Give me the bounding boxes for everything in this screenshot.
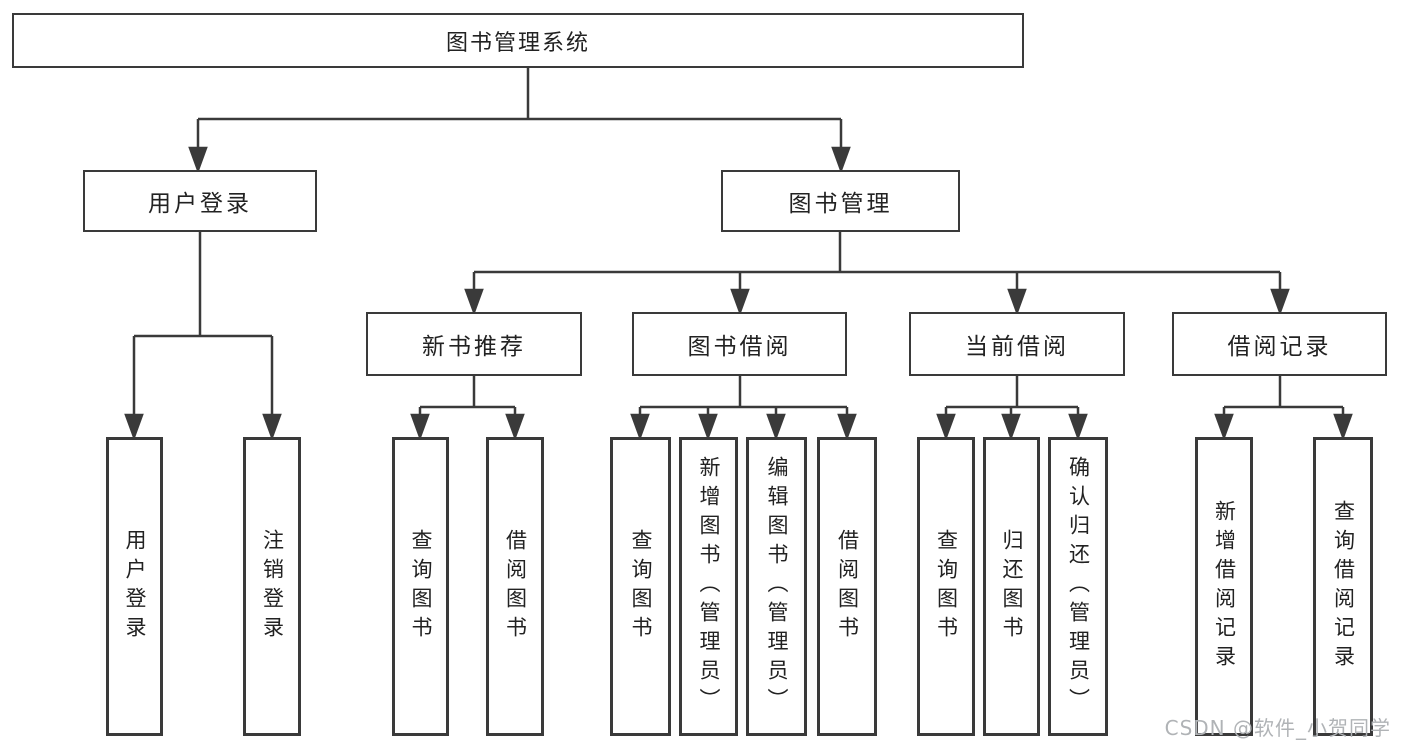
leaf-borrow-books-1: 借阅图书 [486,437,544,736]
leaf-confirm-return-admin: 确认归还（管理员） [1048,437,1108,736]
node-book-borrow: 图书借阅 [632,312,847,376]
leaf-return-books: 归还图书 [983,437,1040,736]
leaf-query-books-2-label: 查询图书 [629,528,653,645]
node-user-login: 用户登录 [83,170,317,232]
node-borrow-records: 借阅记录 [1172,312,1387,376]
leaf-query-books-3-label: 查询图书 [934,528,959,645]
leaf-add-borrow-record: 新增借阅记录 [1195,437,1253,736]
node-book-borrow-label: 图书借阅 [687,334,792,360]
leaf-borrow-books-1-label: 借阅图书 [503,528,528,645]
connector-newbooks-to-leaves [410,376,525,441]
connector-root-to-level1 [188,68,851,174]
node-user-login-label: 用户登录 [148,191,252,217]
leaf-query-borrow-record: 查询借阅记录 [1313,437,1373,736]
leaf-query-books-3: 查询图书 [917,437,975,736]
node-library-system: 图书管理系统 [12,13,1024,68]
leaf-confirm-return-admin-label: 确认归还（管理员） [1066,456,1091,717]
connector-bookmgmt-to-level2 [464,232,1290,316]
node-new-book-recommend: 新书推荐 [366,312,582,376]
node-borrow-records-label: 借阅记录 [1227,334,1332,360]
leaf-logout-label: 注销登录 [260,528,285,645]
node-current-borrow: 当前借阅 [909,312,1125,376]
leaf-query-books-2: 查询图书 [610,437,671,736]
node-book-management-label: 图书管理 [788,191,893,217]
leaf-edit-books-admin: 编辑图书（管理员） [746,437,807,736]
connector-borrow-to-leaves [630,376,857,441]
connector-current-to-leaves [936,376,1088,441]
leaf-add-books-admin-label: 新增图书（管理员） [697,456,721,717]
leaf-query-books-1-label: 查询图书 [409,528,433,645]
connector-userlogin-to-leaves [124,232,282,441]
leaf-borrow-books-2: 借阅图书 [817,437,877,736]
leaf-query-borrow-record-label: 查询借阅记录 [1331,499,1356,674]
leaf-borrow-books-2-label: 借阅图书 [835,528,860,645]
node-library-system-label: 图书管理系统 [445,30,590,56]
node-new-book-recommend-label: 新书推荐 [422,334,526,360]
node-current-borrow-label: 当前借阅 [965,334,1069,360]
leaf-logout: 注销登录 [243,437,301,736]
leaf-query-books-1: 查询图书 [392,437,449,736]
leaf-edit-books-admin-label: 编辑图书（管理员） [765,456,789,717]
leaf-add-borrow-record-label: 新增借阅记录 [1212,499,1237,674]
leaf-return-books-label: 归还图书 [1000,528,1024,645]
leaf-add-books-admin: 新增图书（管理员） [679,437,738,736]
leaf-user-login-label: 用户登录 [123,528,147,645]
csdn-watermark: CSDN @软件_小贺同学 [1164,716,1391,740]
connector-records-to-leaves [1214,376,1353,441]
leaf-user-login: 用户登录 [106,437,163,736]
node-book-management: 图书管理 [721,170,960,232]
